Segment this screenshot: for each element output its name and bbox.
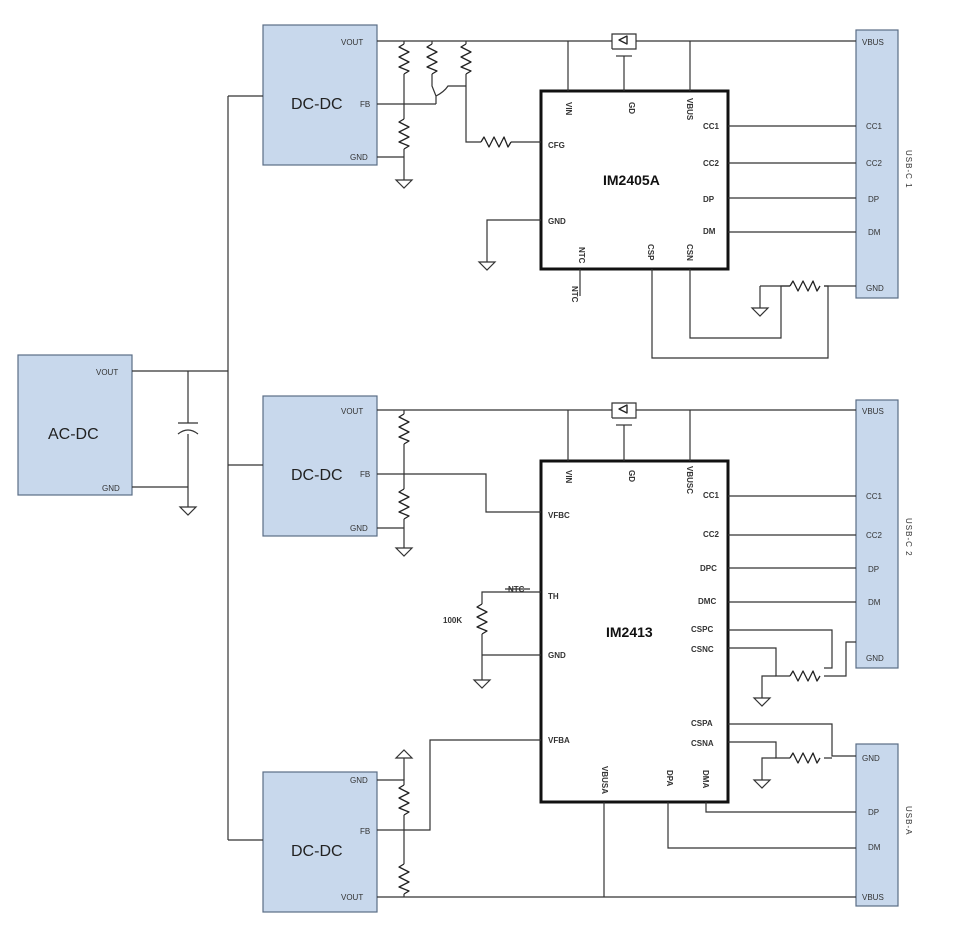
usba-pin-dm: DM — [868, 843, 881, 852]
usba-label: USB-A — [904, 806, 913, 835]
upper-stage-wires — [377, 40, 856, 359]
im2413-pin-csna: CSNA — [691, 739, 714, 748]
im2405a-ntc-net-label: NTC — [570, 286, 579, 303]
dcdc1-pin-vout: VOUT — [341, 38, 363, 47]
im2413-pin-th: TH — [548, 592, 559, 601]
dcdc1-label: DC-DC — [291, 96, 343, 113]
acdc-pin-vout: VOUT — [96, 368, 118, 377]
usbc1-pin-cc2: CC2 — [866, 159, 883, 168]
im2405a-chip: IM2405A VIN GD VBUS CFG GND NTC CSP CSN … — [539, 89, 730, 271]
im2413-pin-cspc: CSPC — [691, 625, 713, 634]
lower-stage-wires — [377, 723, 856, 898]
im2413-label: IM2413 — [606, 624, 653, 640]
im2413-pin-gd: GD — [627, 470, 636, 482]
im2405a-pin-gnd: GND — [548, 217, 566, 226]
dcdc2-block: DC-DC VOUT FB GND — [262, 395, 378, 537]
dcdc1-block: DC-DC VOUT FB GND — [262, 24, 378, 166]
im2413-pin-vfbc: VFBC — [548, 511, 570, 520]
im2405a-pin-vin: VIN — [564, 102, 573, 116]
im2405a-pin-gd: GD — [627, 102, 636, 114]
power-bus-wires — [132, 95, 263, 841]
dcdc3-pin-fb: FB — [360, 827, 370, 836]
im2413-chip: IM2413 VIN GD VBUSC VFBC TH GND VFBA VBU… — [539, 459, 730, 804]
dcdc3-pin-gnd: GND — [350, 776, 368, 785]
im2405a-pin-cfg: CFG — [548, 141, 565, 150]
usbc1-pin-vbus: VBUS — [862, 38, 884, 47]
middle-grounds — [394, 547, 772, 707]
im2413-th-net-label: NTC — [508, 585, 525, 594]
im2413-pin-cc1: CC1 — [703, 491, 720, 500]
middle-resistors — [398, 413, 821, 682]
lower-resistors — [398, 752, 821, 895]
usbc1-label: USB-C 1 — [904, 150, 913, 189]
upper-resistors — [398, 43, 821, 292]
dcdc3-block: DC-DC GND FB VOUT — [262, 771, 378, 913]
input-capacitor — [177, 422, 199, 435]
dcdc2-pin-fb: FB — [360, 470, 370, 479]
acdc-label: AC-DC — [48, 426, 99, 443]
acdc-block: AC-DC VOUT GND — [17, 354, 133, 496]
dcdc2-label: DC-DC — [291, 467, 343, 484]
im2405a-label: IM2405A — [603, 172, 660, 188]
acdc-pin-gnd: GND — [102, 484, 120, 493]
usbc2-pin-cc1: CC1 — [866, 492, 883, 501]
dcdc2-pin-gnd: GND — [350, 524, 368, 533]
th-resistor-value: 100K — [443, 616, 462, 625]
usbc2-pin-dp: DP — [868, 565, 879, 574]
usbc2-pin-dm: DM — [868, 598, 881, 607]
usbc1-pin-dm: DM — [868, 228, 881, 237]
upper-grounds — [394, 179, 770, 317]
middle-mosfet — [611, 402, 637, 426]
im2405a-pin-dm: DM — [703, 227, 716, 236]
im2413-pin-dpa: DPA — [665, 770, 674, 787]
im2405a-pin-vbus: VBUS — [685, 98, 694, 121]
im2413-pin-dma: DMA — [701, 770, 710, 788]
usbc1-connector: VBUS CC1 CC2 DP DM GND USB-C 1 — [855, 29, 913, 299]
im2405a-pin-dp: DP — [703, 195, 715, 204]
im2405a-pin-cc2: CC2 — [703, 159, 720, 168]
usbc2-pin-vbus: VBUS — [862, 407, 884, 416]
usbc2-pin-cc2: CC2 — [866, 531, 883, 540]
dcdc1-pin-gnd: GND — [350, 153, 368, 162]
usbc1-pin-gnd: GND — [866, 284, 884, 293]
usba-pin-dp: DP — [868, 808, 879, 817]
im2405a-pin-ntc: NTC — [577, 247, 586, 264]
im2413-pin-cspa: CSPA — [691, 719, 713, 728]
im2413-pin-csnc: CSNC — [691, 645, 714, 654]
im2413-pin-cc2: CC2 — [703, 530, 720, 539]
im2405a-pin-csn: CSN — [685, 244, 694, 261]
usba-pin-gnd: GND — [862, 754, 880, 763]
usbc2-label: USB-C 2 — [904, 518, 913, 557]
im2413-pin-vbusa: VBUSA — [600, 766, 609, 794]
im2413-pin-vin: VIN — [564, 470, 573, 484]
dcdc3-pin-vout: VOUT — [341, 893, 363, 902]
dcdc1-pin-fb: FB — [360, 100, 370, 109]
usbc1-pin-cc1: CC1 — [866, 122, 883, 131]
upper-mosfet — [611, 33, 637, 57]
usba-pin-vbus: VBUS — [862, 893, 884, 902]
im2405a-pin-cc1: CC1 — [703, 122, 720, 131]
lower-grounds — [394, 749, 772, 789]
dcdc3-label: DC-DC — [291, 843, 343, 860]
im2413-pin-vbusc: VBUSC — [685, 466, 694, 494]
im2413-pin-vfba: VFBA — [548, 736, 570, 745]
dcdc2-pin-vout: VOUT — [341, 407, 363, 416]
usbc1-pin-dp: DP — [868, 195, 879, 204]
im2413-pin-gnd: GND — [548, 651, 566, 660]
im2413-pin-dpc: DPC — [700, 564, 717, 573]
middle-stage-wires — [377, 409, 856, 698]
usba-connector: GND DP DM VBUS USB-A — [855, 743, 913, 907]
usbc2-pin-gnd: GND — [866, 654, 884, 663]
usbc2-connector: VBUS CC1 CC2 DP DM GND USB-C 2 — [855, 399, 913, 669]
acdc-ground — [178, 506, 198, 516]
im2413-pin-dmc: DMC — [698, 597, 716, 606]
im2405a-pin-csp: CSP — [646, 244, 655, 261]
